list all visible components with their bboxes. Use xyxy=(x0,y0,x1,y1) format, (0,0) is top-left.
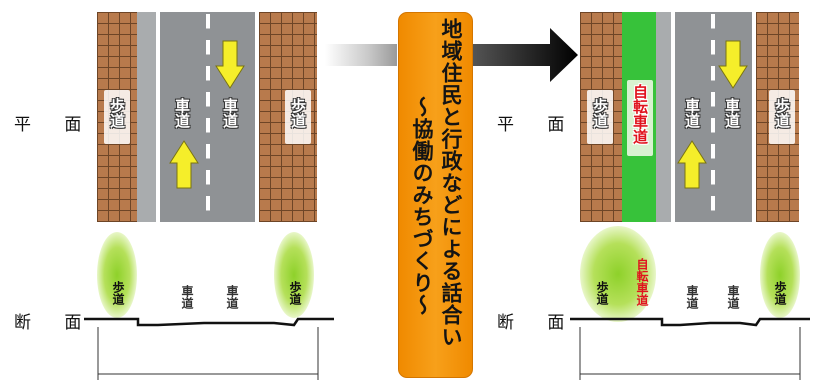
after-label-bg-right xyxy=(769,90,795,144)
before-edge-line-left xyxy=(156,12,160,222)
after-label-bg xyxy=(587,90,613,144)
before-plan-lane-left-label: 車道 xyxy=(173,98,191,128)
section-label-left: 断 面 xyxy=(14,313,96,333)
before-section-lane-right-label: 車道 xyxy=(225,285,239,309)
tree-right-icon xyxy=(274,232,314,318)
plan-label-left: 平 面 xyxy=(14,115,96,135)
right-arrow-icon xyxy=(472,28,578,82)
up-arrow-icon xyxy=(677,140,707,189)
before-gutter-left xyxy=(137,12,157,222)
after-section-profile xyxy=(570,317,810,380)
after-plan-sidewalk-left-label: 歩道 xyxy=(591,98,609,128)
fade-arrow-shaft xyxy=(325,44,397,66)
before-center-line xyxy=(206,14,210,222)
down-arrow-icon xyxy=(215,40,245,89)
after-section-lane-right-label: 車道 xyxy=(726,285,740,309)
before-section-sidewalk-right-label: 歩道 xyxy=(288,281,302,305)
process-title: 地域住民と行政などによる話合い xyxy=(439,18,463,348)
after-gutter-left xyxy=(656,12,672,222)
before-plan-sidewalk-right-label: 歩道 xyxy=(289,98,307,128)
after-edge-line-left xyxy=(671,12,675,222)
after-edge-line-right xyxy=(752,12,756,222)
before-plan-sidewalk-left-label: 歩道 xyxy=(108,98,126,128)
after-section-sidewalk-left-label: 歩道 xyxy=(595,281,609,305)
before-section-lane-left-label: 車道 xyxy=(180,285,194,309)
before-section-profile xyxy=(84,317,334,380)
tree-left-icon xyxy=(97,232,137,318)
down-arrow-icon xyxy=(718,40,748,89)
process-box xyxy=(398,12,473,378)
before-label-bg xyxy=(104,90,130,144)
after-section-bike-lane-label: 自転車道 xyxy=(635,258,649,306)
tree-large-left-icon xyxy=(580,226,656,322)
after-section-lane-left-label: 車道 xyxy=(685,285,699,309)
before-section-sidewalk-left-label: 歩道 xyxy=(111,281,125,305)
section-label-right: 断 面 xyxy=(497,313,579,333)
after-plan-sidewalk-right-label: 歩道 xyxy=(773,98,791,128)
after-section-sidewalk-right-label: 歩道 xyxy=(773,281,787,305)
process-subtitle: ～協働のみちづくり～ xyxy=(410,96,434,316)
up-arrow-icon xyxy=(169,140,199,189)
after-center-line xyxy=(711,14,715,222)
after-bike-label-bg xyxy=(627,80,653,156)
before-label-bg-right xyxy=(285,90,311,144)
after-plan-lane-left-label: 車道 xyxy=(683,98,701,128)
before-plan-lane-right-label: 車道 xyxy=(221,98,239,128)
plan-label-right: 平 面 xyxy=(497,115,579,135)
after-plan-bike-lane-label: 自転車道 xyxy=(631,84,649,144)
tree-right-icon xyxy=(760,232,800,318)
before-edge-line-right xyxy=(255,12,259,222)
after-plan-lane-right-label: 車道 xyxy=(723,98,741,128)
